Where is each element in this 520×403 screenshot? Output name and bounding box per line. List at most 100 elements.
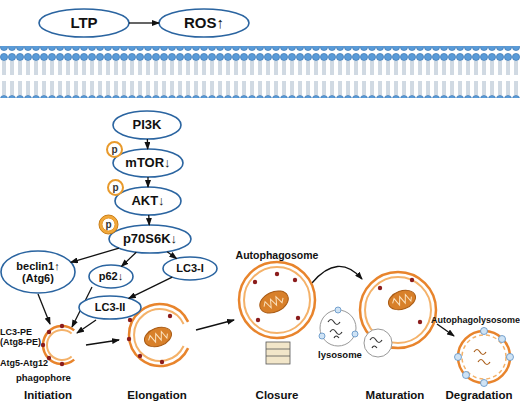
pore [335,307,341,313]
lysosome-shape [319,307,358,346]
arrow [196,320,234,330]
dot [418,320,422,324]
lysosome-body [320,310,356,346]
enzymes [370,338,382,349]
structure-label: phagophore [16,373,86,383]
membrane-outer [239,262,315,338]
closure-block [266,342,290,364]
badge-outline [108,180,123,195]
signal-arrow [147,177,148,187]
dot [253,280,257,284]
edge-group [148,215,150,225]
node-text-group: LC3-I [171,262,209,274]
mito-cristae [262,294,284,310]
arrow [86,340,119,345]
protein-node: p62↓ [88,264,134,289]
node-text-group: p [111,145,117,155]
enzymes [328,320,342,339]
edge-group [129,23,159,24]
mito-body [386,287,418,313]
protein-node: LC3-I [162,256,218,281]
node-outline [1,251,75,293]
kinase-node: p70S6K↓p [108,224,192,254]
phospho-badge: p [107,179,124,196]
badge-label: p [111,145,117,155]
dot [60,362,64,366]
node-outline [89,265,133,288]
badge-label: p [112,183,118,193]
membrane-inner [244,267,310,333]
pore [499,336,506,343]
node-label: p62↓ [94,270,128,282]
pore [481,328,488,335]
stage-label: Elongation [112,389,202,402]
dot [296,316,300,320]
dot [60,324,64,328]
node-text-group: AKT↓ [126,194,169,208]
structure-label: Autophagolysosome [431,316,520,326]
node-label: LC3-II [90,301,131,313]
dot [275,272,279,276]
arrow [77,320,96,333]
mitochondrion [142,324,174,350]
dot [378,286,382,290]
pore [455,354,462,361]
protein-node: LC3-II [78,295,142,320]
stage-label: Closure [237,389,317,402]
edge-group [129,277,172,298]
node-text-group: LC3-II [90,301,131,313]
kinase-node: PI3K [112,110,182,140]
mito-body [256,287,292,318]
node-label: ROS↑ [179,15,229,32]
node-label: LC3-I [171,262,209,274]
dot [47,330,51,334]
node-outline [39,9,129,37]
autophagosome-shape [239,262,315,364]
node-outline [115,187,181,215]
pore [352,331,358,337]
component-label: Atg5-Atg12 [0,359,60,369]
cargo-dots [127,314,172,364]
stage-label: Initiation [8,389,88,402]
edge-group [147,139,148,149]
dot [160,360,164,364]
signal-arrow [129,277,172,298]
component-label: LC3-PE (Atg8-PE) [0,328,46,348]
node-outline [113,111,181,139]
node-text-group: p [112,183,118,193]
membrane-inner [134,309,184,361]
node-text-group: LTP [65,15,102,32]
phospho-badge: p [106,141,123,158]
mito-body [142,324,174,350]
node-outline [113,149,183,177]
dot [41,343,45,347]
dot [168,314,172,318]
node-outline [159,9,249,37]
node-outline [109,225,191,253]
node-label: beclin1↑ (Atg6) [0,260,76,284]
node-text-group: p [105,220,111,230]
dot [293,278,297,282]
membrane-outer [458,331,510,383]
degraded-cargo [474,350,490,365]
pore [507,354,514,361]
node-text-group: p70S6K↓ [118,232,182,246]
node-label: p70S6K↓ [118,232,182,246]
kinase-node: mTOR↓p [112,148,184,178]
signal-arrow [147,139,149,149]
edge-group [167,252,176,259]
node-text-group: PI3K [128,118,167,132]
stimulus-node: LTP [38,8,130,38]
node-outline [79,296,141,319]
structure-label: Autophagosome [222,250,332,262]
node-outline [163,257,217,280]
badge-label: p [105,220,111,230]
dot [410,278,414,282]
mitochondrion [386,287,418,313]
node-label: AKT↓ [126,194,169,208]
stimulus-node: ROS↑ [158,8,250,38]
dot [127,337,131,341]
node-label: mTOR↓ [120,156,175,170]
autophagolysosome-shape [455,328,514,387]
